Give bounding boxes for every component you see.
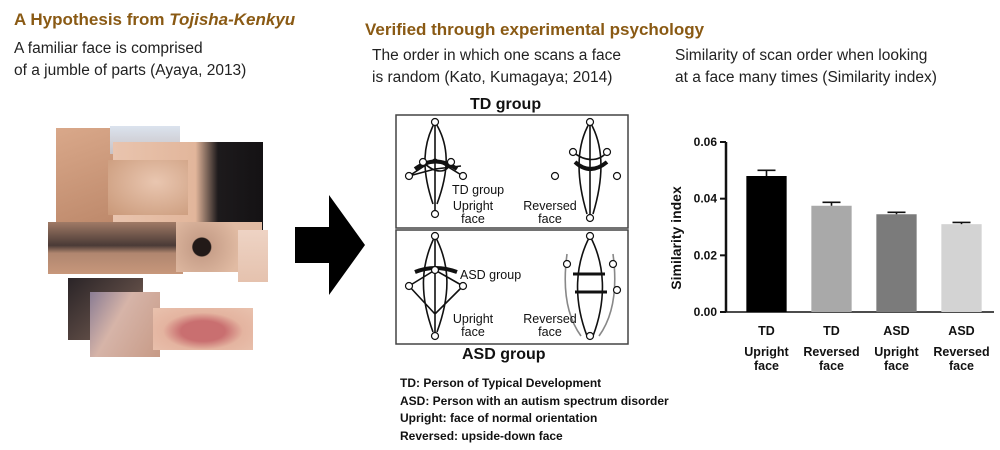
x-category-label-line: TD — [823, 324, 840, 338]
x-category-label-line: Reversed — [803, 345, 860, 359]
face-fragment-edge — [238, 230, 268, 282]
y-tick-label: 0.02 — [694, 248, 718, 262]
y-tick-label: 0.06 — [694, 135, 718, 149]
asd-panel-label: ASD group — [460, 268, 522, 282]
right-text: Similarity of scan order when looking at… — [675, 47, 937, 86]
td-panel-label: TD group — [452, 183, 505, 197]
definitions-list: TD: Person of Typical Development ASD: P… — [400, 375, 669, 445]
x-category-label-line: face — [883, 359, 910, 373]
face-fragment-lips — [153, 308, 253, 350]
y-axis-label: Similarity index — [668, 186, 684, 290]
scanpath-figure — [395, 114, 629, 345]
y-tick-label: 0.04 — [694, 192, 718, 206]
asd-group-title: ASD group — [462, 346, 546, 363]
face-fragment-eye-left — [48, 222, 183, 274]
definition-upright: Upright: face of normal orientation — [400, 411, 598, 425]
middle-heading: Verified through experimental psychology — [365, 20, 705, 39]
x-category-label-line: ASD — [948, 324, 975, 338]
x-category-label-line: face — [753, 359, 780, 373]
face-fragment-nose — [90, 292, 160, 357]
x-category-label-line: ASD — [883, 324, 910, 338]
x-category-label-line: Reversed — [933, 345, 990, 359]
y-tick-label: 0.00 — [694, 305, 718, 319]
td-group-title: TD group — [470, 96, 542, 113]
face-collage-image — [48, 120, 273, 360]
bar — [941, 224, 982, 312]
x-category-label-line: TD — [758, 324, 775, 338]
left-heading: A Hypothesis from Tojisha-Kenkyu — [14, 10, 296, 29]
definition-reversed: Reversed: upside-down face — [400, 428, 563, 443]
similarity-bar-chart: Similarity index 0.00 0.02 0.04 0.06 — [668, 135, 994, 319]
left-text: A familiar face is comprised of a jumble… — [14, 40, 247, 79]
arrow-right-icon — [295, 195, 365, 295]
definition-td: TD: Person of Typical Development — [400, 376, 602, 390]
bar — [876, 214, 917, 312]
middle-text: The order in which one scans a face is r… — [372, 47, 621, 86]
x-category-label-line: Upright — [874, 345, 919, 359]
x-category-label-line: face — [818, 359, 845, 373]
bar — [811, 205, 852, 312]
x-category-label-line: Upright — [744, 345, 789, 359]
definition-asd: ASD: Person with an autism spectrum diso… — [400, 393, 669, 408]
bar — [746, 176, 787, 312]
face-fragment-brow — [108, 160, 188, 215]
x-category-label-line: face — [948, 359, 975, 373]
